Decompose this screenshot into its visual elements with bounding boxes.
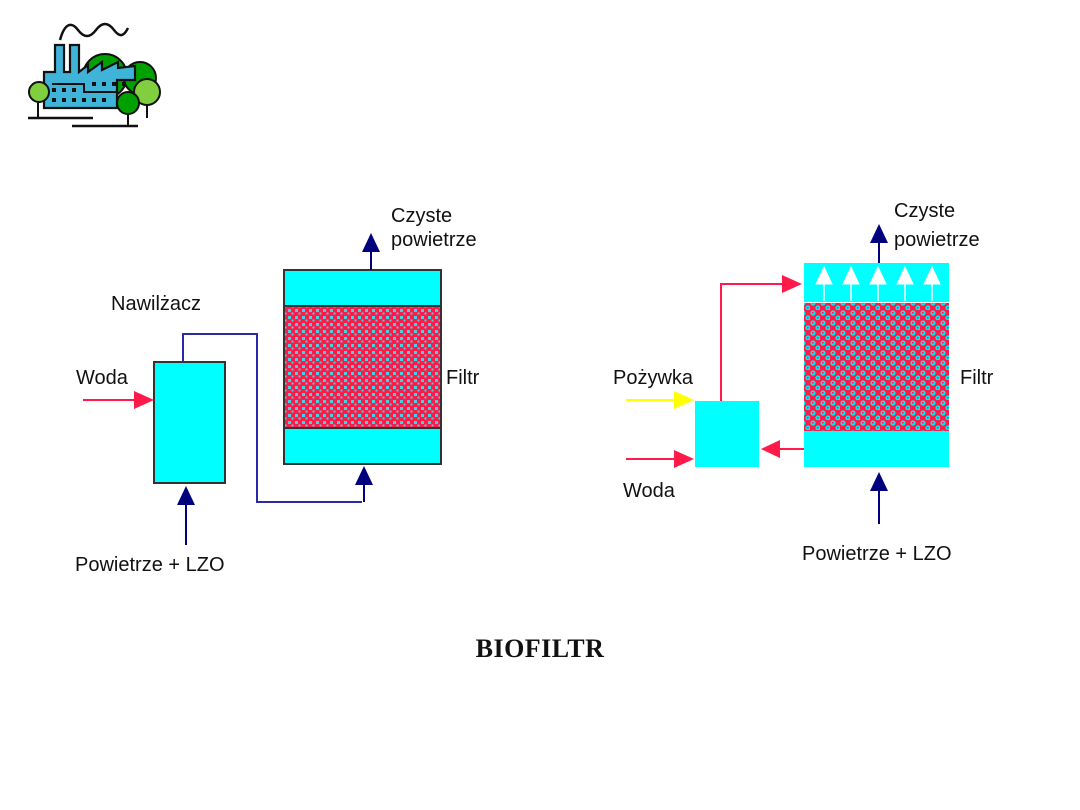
filter-top-chamber [283, 269, 442, 307]
filter-bottom-chamber [283, 427, 442, 465]
right-biofilter-diagram [626, 224, 949, 524]
nutrient-inlet-arrow [626, 391, 694, 409]
right-clean-air-label-line2: powietrze [894, 229, 980, 251]
diagram-title: BIOFILTR [475, 634, 605, 663]
spray-nozzle-icons [815, 265, 941, 301]
right-clean-air-label-line1: Czyste [894, 200, 956, 222]
nutrient-label: Pożywka [613, 367, 694, 389]
clean-air-outlet-arrow [362, 233, 380, 270]
left-clean-air-label-line2: powietrze [391, 229, 477, 251]
nutrient-tank [695, 401, 759, 467]
filter-bottom-chamber [804, 431, 949, 467]
left-water-label: Woda [76, 367, 128, 389]
left-biofilter-diagram [83, 233, 442, 545]
drain-return-arrow [761, 440, 804, 458]
clean-air-outlet-arrow [870, 224, 888, 263]
air-inlet-arrow [870, 472, 888, 524]
water-inlet-arrow [626, 450, 694, 468]
water-inlet-arrow [83, 391, 154, 409]
right-water-label: Woda [623, 480, 675, 502]
filter-bed [804, 303, 949, 431]
right-filter-label: Filtr [960, 367, 994, 389]
air-inlet-arrow [177, 486, 195, 545]
filter-bed [283, 305, 442, 429]
humidified-air-pipe [182, 333, 362, 503]
humidifier-label: Nawilżacz [111, 293, 202, 315]
filter-inlet-arrow [355, 466, 373, 502]
left-air-input-label: Powietrze + LZO [75, 554, 225, 576]
left-clean-air-label-line1: Czyste [391, 205, 453, 227]
factory-logo-icon [28, 22, 161, 128]
right-air-input-label: Powietrze + LZO [802, 543, 952, 565]
recirculation-pipe-arrow [720, 275, 802, 401]
left-filter-label: Filtr [446, 367, 480, 389]
humidifier-tank [153, 361, 226, 484]
